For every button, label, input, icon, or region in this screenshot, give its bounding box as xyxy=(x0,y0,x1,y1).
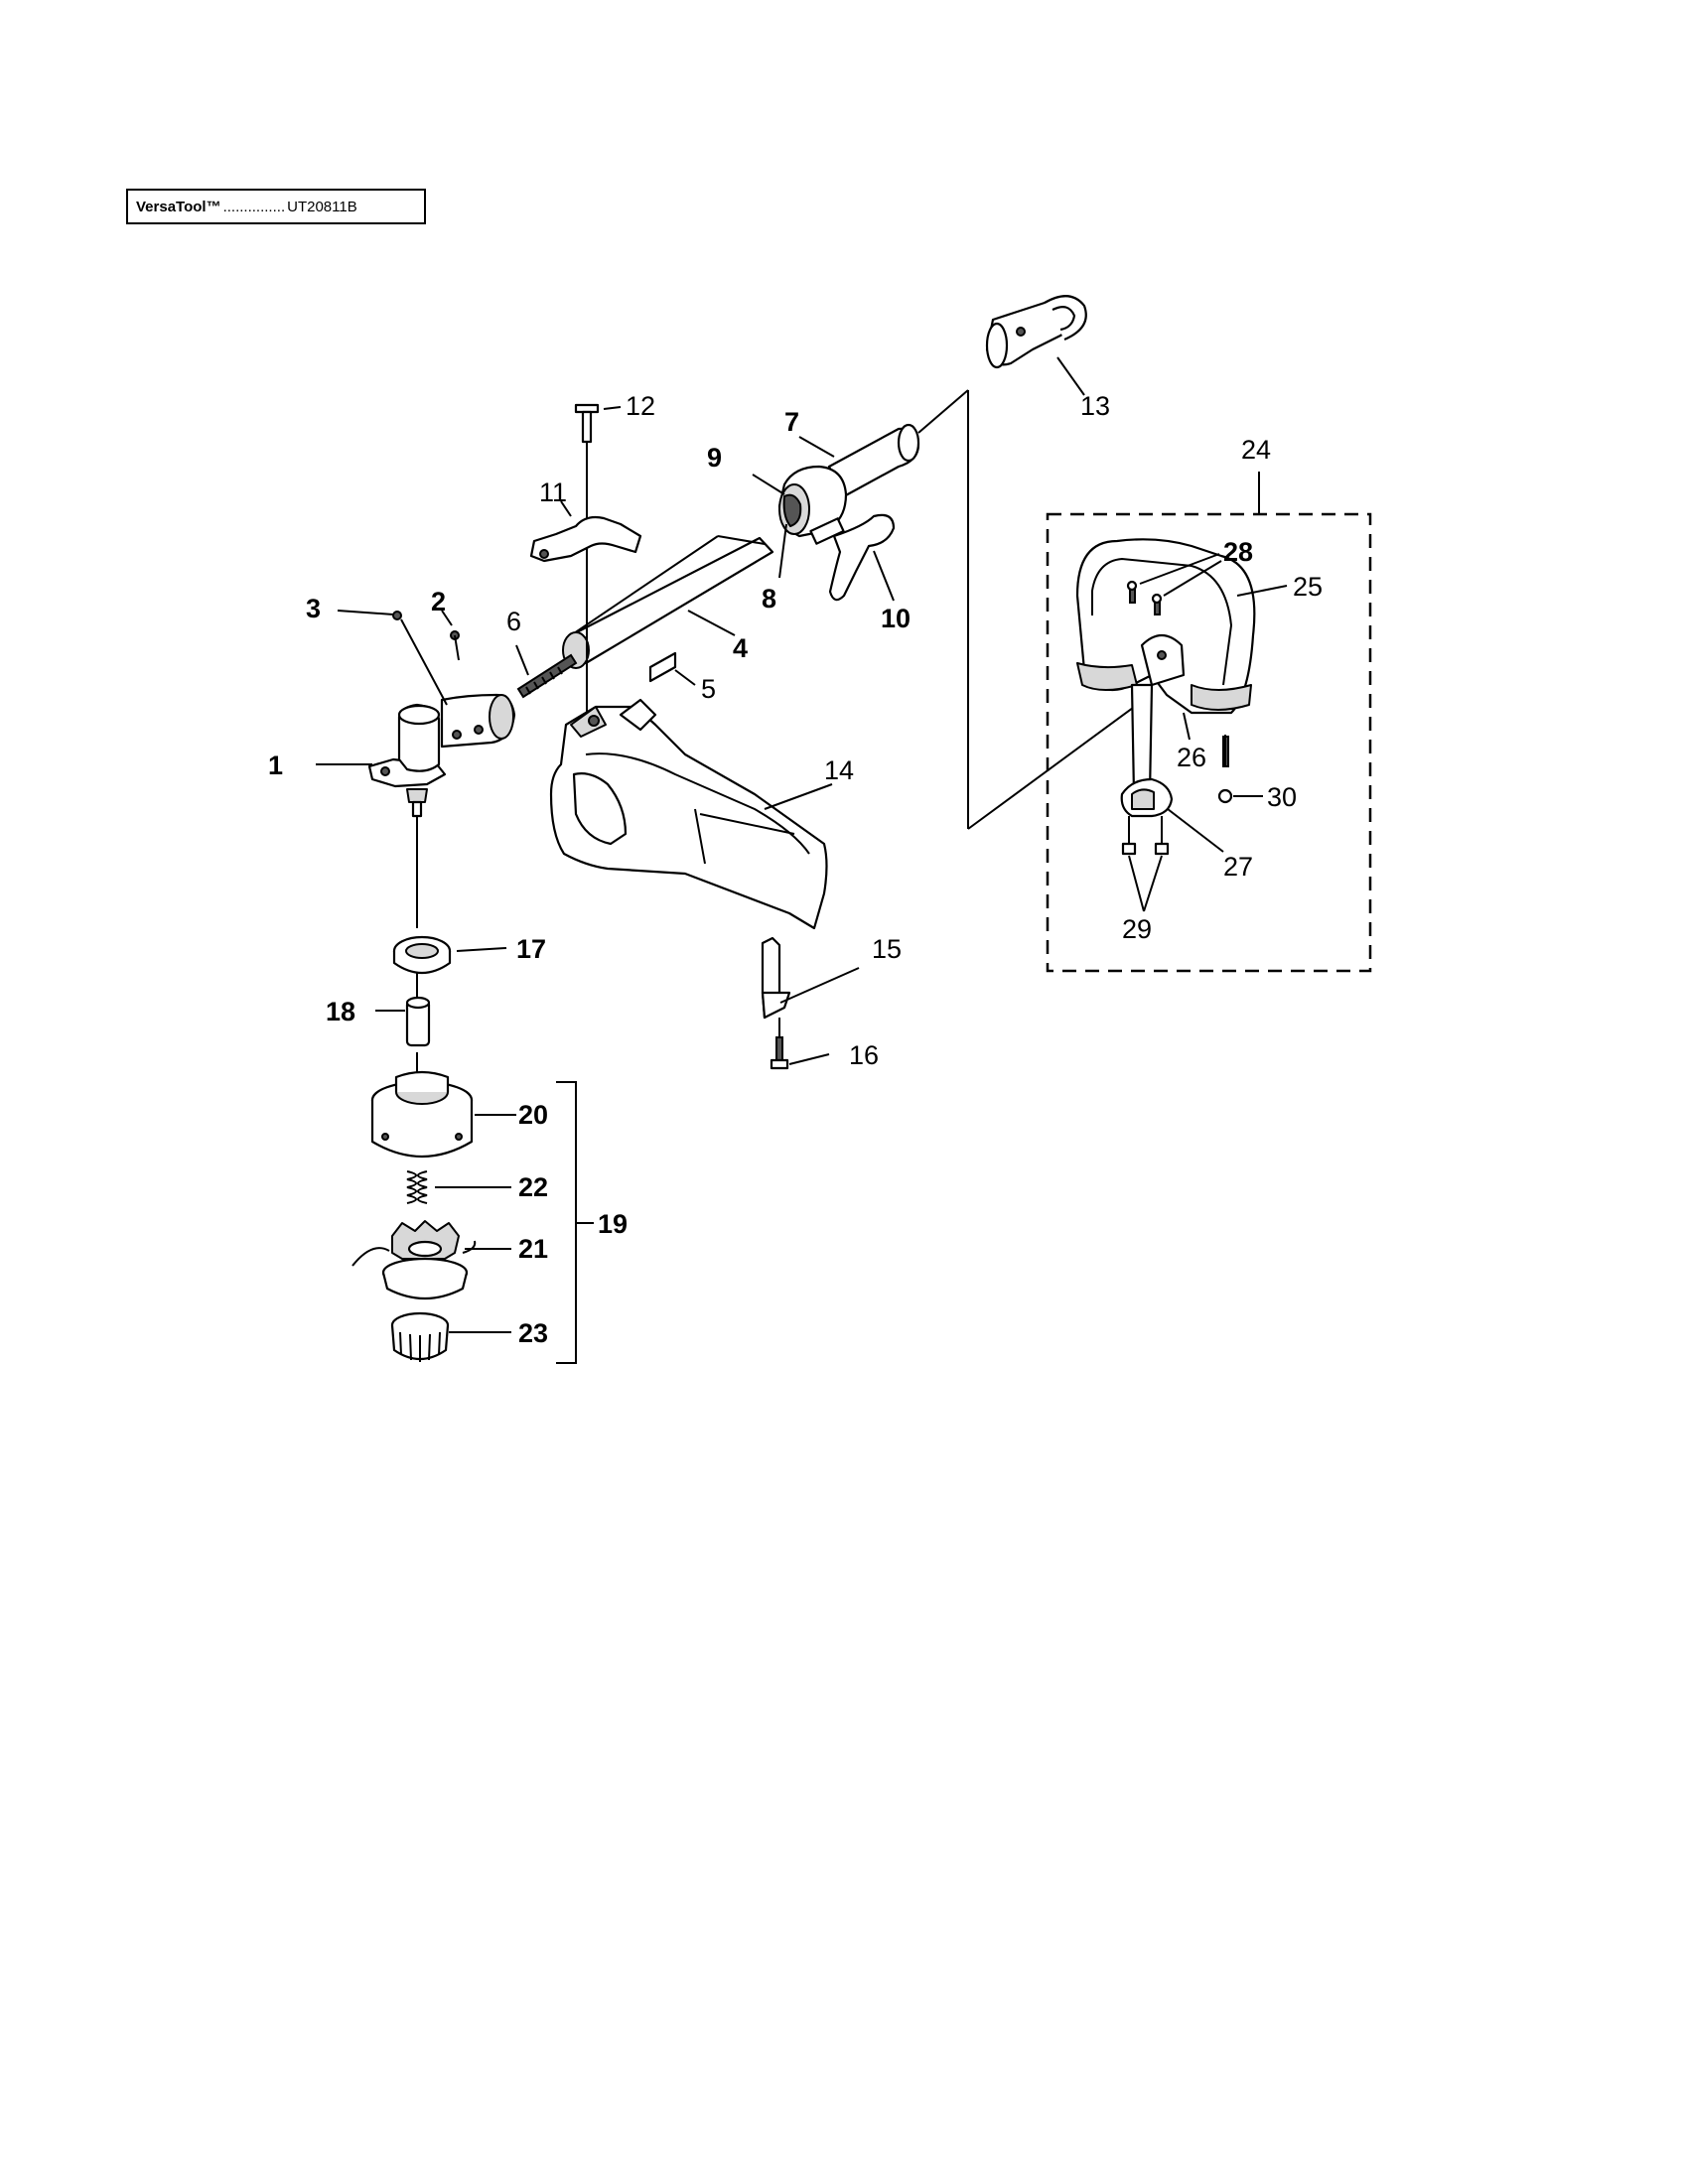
leader-13 xyxy=(1056,356,1085,396)
part-4-shaft-tube xyxy=(562,535,774,669)
callout-3: 3 xyxy=(306,594,321,623)
leader-3b xyxy=(400,618,448,706)
part-2-screw xyxy=(450,630,460,661)
callout-20: 20 xyxy=(518,1100,548,1130)
callout-28: 28 xyxy=(1223,537,1253,567)
callout-16: 16 xyxy=(849,1040,879,1070)
model-number: UT20811B xyxy=(287,198,357,215)
part-1-gearhead xyxy=(367,693,516,818)
bracket-19 xyxy=(556,1081,577,1364)
leader-11 xyxy=(560,500,572,517)
part-6-drive-shaft xyxy=(516,653,578,699)
model-name: VersaTool™ xyxy=(136,198,221,215)
leader-28a xyxy=(1139,553,1220,585)
leader-4 xyxy=(687,610,736,636)
part-11-clamp-bracket xyxy=(529,515,642,563)
callout-14: 14 xyxy=(824,755,854,785)
part-29-nuts xyxy=(1121,816,1170,856)
part-20-housing xyxy=(370,1070,474,1158)
callout-18: 18 xyxy=(326,997,355,1026)
callout-23: 23 xyxy=(518,1318,548,1348)
part-22-spring xyxy=(406,1170,428,1204)
part-18-adapter xyxy=(405,996,431,1047)
leader-15 xyxy=(779,967,860,1004)
part-10-knob xyxy=(809,513,896,602)
callout-2: 2 xyxy=(431,587,446,616)
callout-30: 30 xyxy=(1267,782,1297,812)
callout-6: 6 xyxy=(506,607,521,636)
part-27-handle-clamp xyxy=(1120,777,1174,818)
callout-15: 15 xyxy=(872,934,902,964)
leader-10 xyxy=(873,550,895,602)
leader-12 xyxy=(603,406,622,410)
leader-16 xyxy=(788,1053,830,1065)
part-15-line-cutter xyxy=(761,936,791,1020)
callout-25: 25 xyxy=(1293,572,1323,602)
part-5-decal xyxy=(648,651,677,683)
leader-29b xyxy=(1143,855,1163,912)
callout-19: 19 xyxy=(598,1209,628,1239)
callout-26: 26 xyxy=(1177,743,1206,772)
part-14-guard xyxy=(549,698,828,930)
leader-29a xyxy=(1128,855,1145,912)
part-25-j-handle xyxy=(1075,538,1256,715)
part-9-clamp-collar xyxy=(777,465,848,538)
part-17-cup-washer xyxy=(392,935,452,974)
part-12-bolt xyxy=(574,403,600,444)
callout-24: 24 xyxy=(1241,435,1271,465)
callout-17: 17 xyxy=(516,934,546,964)
leader-9 xyxy=(752,474,785,495)
part-3-screw xyxy=(392,611,402,620)
part-21-spool xyxy=(351,1220,477,1300)
part-13-coupler xyxy=(985,295,1087,369)
part-16-screw xyxy=(770,1036,789,1070)
callout-12: 12 xyxy=(626,391,655,421)
part-7-upper-tube xyxy=(827,423,920,498)
leader-2 xyxy=(441,610,453,626)
callout-1: 1 xyxy=(268,751,283,780)
callout-7: 7 xyxy=(784,407,799,437)
model-header-box: VersaTool™ ............... UT20811B xyxy=(126,189,426,224)
callout-4: 4 xyxy=(733,633,748,663)
part-23-bump-knob xyxy=(390,1311,450,1362)
callout-5: 5 xyxy=(701,674,716,704)
guide-line-7-13 xyxy=(917,389,969,434)
callout-9: 9 xyxy=(707,443,722,473)
leader-26 xyxy=(1183,712,1191,741)
callout-29: 29 xyxy=(1122,914,1152,944)
part-28-screws xyxy=(1126,580,1163,615)
leader-14 xyxy=(764,783,833,810)
kit-24-dashed-box xyxy=(1046,512,1372,973)
callout-11: 11 xyxy=(539,478,567,507)
callout-13: 13 xyxy=(1080,391,1110,421)
callout-10: 10 xyxy=(881,604,911,633)
leader-3a xyxy=(337,610,394,615)
leader-27 xyxy=(1167,808,1224,853)
leader-25 xyxy=(1236,585,1288,597)
callout-21: 21 xyxy=(518,1234,548,1264)
leader-5 xyxy=(674,669,696,686)
leader-28b xyxy=(1163,560,1222,597)
callout-8: 8 xyxy=(762,584,776,614)
guide-line-to-26 xyxy=(967,704,1138,830)
callout-22: 22 xyxy=(518,1172,548,1202)
leader-17 xyxy=(456,947,507,952)
leader-7 xyxy=(798,436,835,458)
leader-dots: ............... xyxy=(222,198,286,215)
leader-8 xyxy=(778,523,787,579)
leader-6 xyxy=(515,644,529,676)
callout-27: 27 xyxy=(1223,852,1253,882)
